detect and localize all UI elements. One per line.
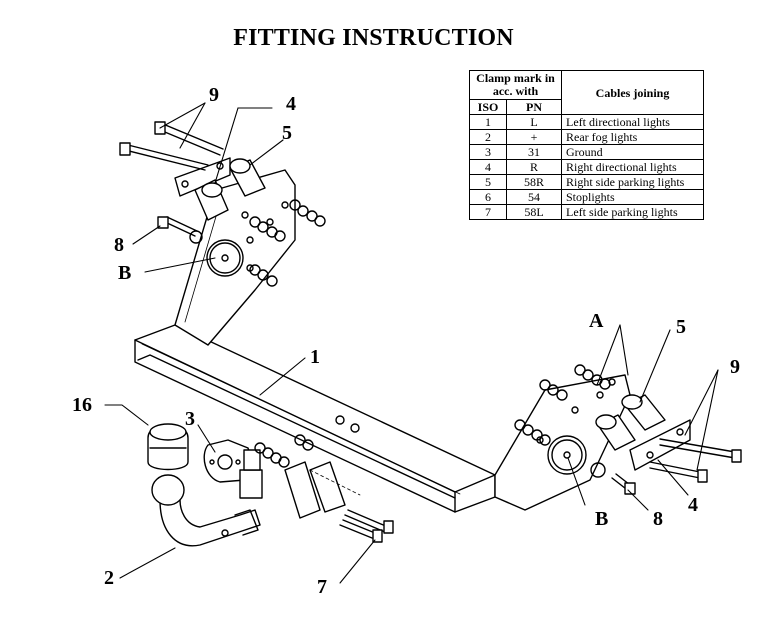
pn-cell: 54 (506, 189, 562, 205)
callout-b-left: B (118, 262, 132, 284)
callout-4-right: 4 (688, 494, 698, 516)
leader-lines (104, 102, 719, 584)
callout-a: A (589, 310, 604, 332)
socket-plate (203, 439, 263, 499)
beam-nuts (335, 415, 360, 433)
desc-cell: Stoplights (561, 189, 704, 205)
right-nuts-washers (514, 364, 636, 495)
callout-9-right: 9 (730, 356, 740, 378)
desc-cell: Right directional lights (561, 159, 704, 175)
callout-b-right: B (595, 508, 609, 530)
callout-8-left: 8 (114, 234, 124, 256)
pn-header: PN (506, 99, 562, 115)
clamp-mark-header: Clamp mark in acc. with (469, 70, 562, 100)
callout-9-left: 9 (209, 84, 219, 106)
page-title: FITTING INSTRUCTION (0, 25, 767, 52)
iso-cell: 7 (469, 204, 507, 220)
callout-7: 7 (317, 576, 327, 598)
middle-clamp (254, 434, 394, 543)
cables-joining-header-text: Cables joining (595, 85, 670, 100)
callout-5-left: 5 (282, 122, 292, 144)
desc-cell: Right side parking lights (561, 174, 704, 190)
callout-2: 2 (104, 567, 114, 589)
left-clamp-plate (119, 121, 266, 221)
cables-joining-table: Clamp mark in acc. with Cables joining I… (469, 70, 704, 220)
callout-1: 1 (310, 346, 320, 368)
callout-16: 16 (72, 394, 92, 416)
left-nuts-washers (157, 199, 326, 287)
right-bracket (494, 374, 631, 511)
callout-5-right: 5 (676, 316, 686, 338)
page-title-text: FITTING INSTRUCTION (233, 25, 514, 51)
left-bracket (174, 169, 296, 346)
cables-joining-header: Cables joining (561, 70, 704, 115)
right-clamp-plate (595, 394, 742, 483)
callout-3: 3 (185, 408, 195, 430)
ball-mount (151, 474, 261, 547)
pn-cell: 31 (506, 144, 562, 160)
callout-8-right: 8 (653, 508, 663, 530)
desc-cell: Ground (561, 144, 704, 160)
callout-4-left: 4 (286, 93, 296, 115)
ball-cover (147, 423, 189, 471)
pn-cell: 58L (506, 204, 562, 220)
desc-cell: Left side parking lights (561, 204, 704, 220)
clamp-mark-header-text: Clamp mark in acc. with (476, 71, 555, 98)
